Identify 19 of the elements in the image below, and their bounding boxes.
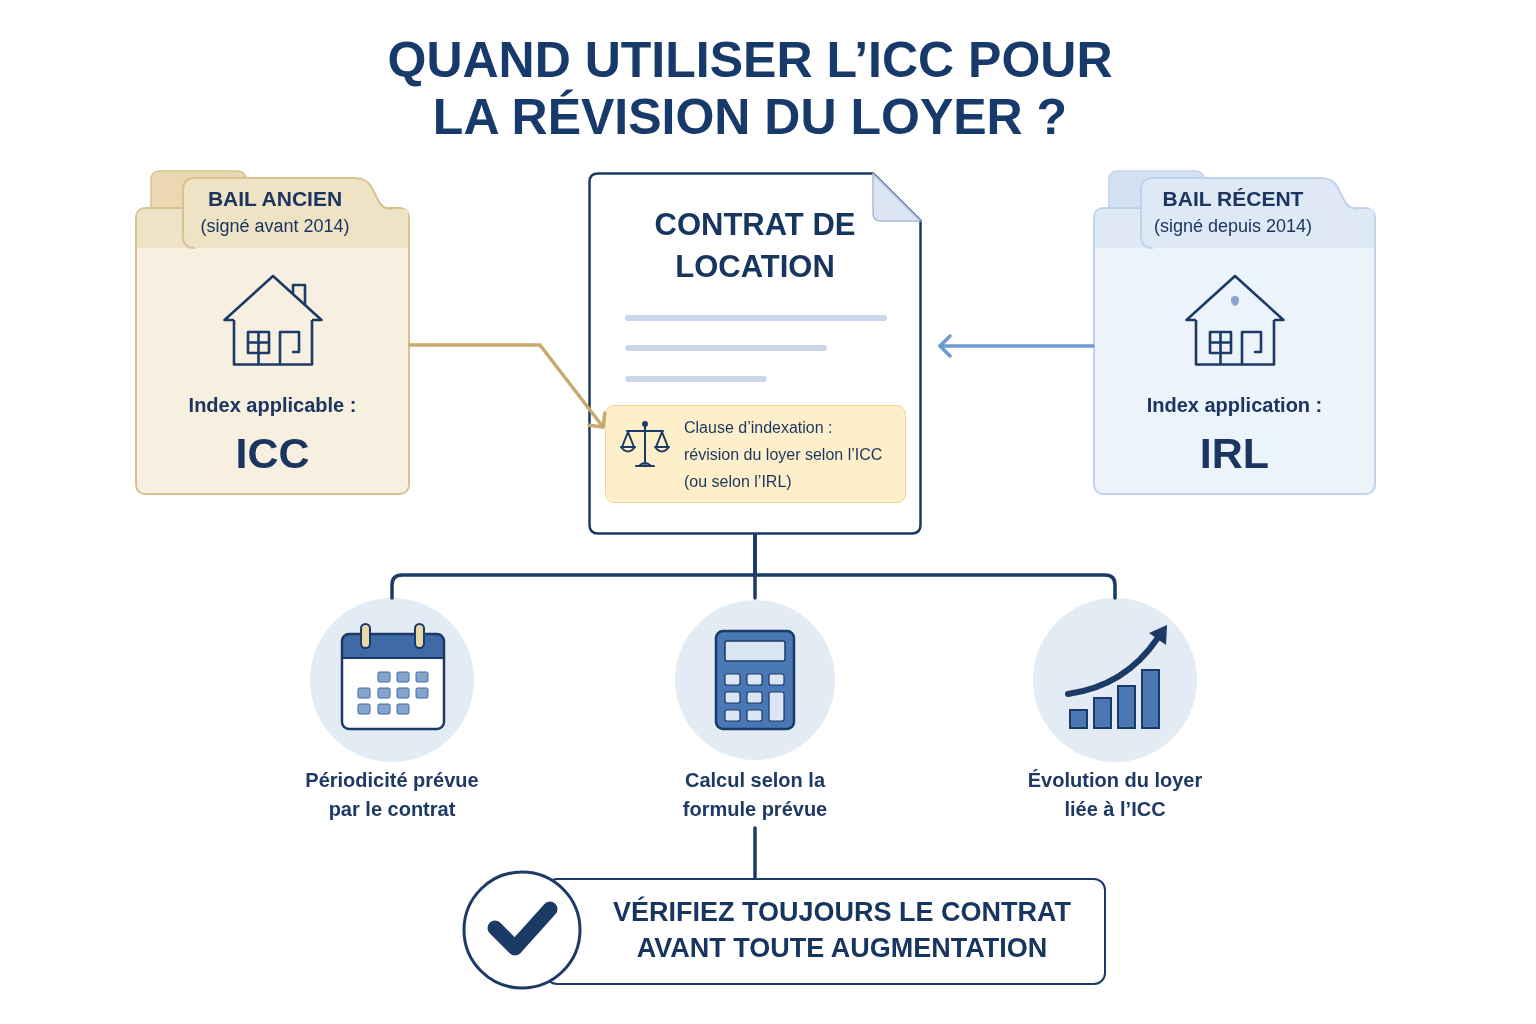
index-label: Index applicable : xyxy=(188,393,357,418)
banner-text: VÉRIFIEZ TOUJOURS LE CONTRAT AVANT TOUTE AUGMENTATION xyxy=(612,895,1072,965)
step-caption: Périodicité prévue par le contrat xyxy=(304,768,480,822)
clause-box xyxy=(605,405,906,503)
connector-line xyxy=(753,826,757,880)
index-value: IRL xyxy=(1199,429,1270,477)
step-caption: Calcul selon la formule prévue xyxy=(681,768,829,822)
index-value: ICC xyxy=(235,429,310,477)
step-caption: Évolution du loyer liée à l’ICC xyxy=(1026,768,1204,822)
document-title: CONTRAT DE LOCATION xyxy=(653,206,857,286)
folder-subtitle: (signé avant 2014) xyxy=(200,215,350,238)
arrow xyxy=(408,343,607,429)
folder-title: BAIL ANCIEN xyxy=(207,186,343,212)
clause-text: Clause d’indexation : révision du loyer selon l’ICC (ou selon l’IRL) xyxy=(684,418,884,492)
folder-subtitle: (signé depuis 2014) xyxy=(1153,215,1313,238)
arrow xyxy=(938,334,1095,358)
folder-title: BAIL RÉCENT xyxy=(1162,186,1304,212)
index-label: Index application : xyxy=(1146,393,1323,418)
diagram-title: QUAND UTILISER L’ICC POUR LA RÉVISION DU LOYER ? xyxy=(386,32,1114,146)
